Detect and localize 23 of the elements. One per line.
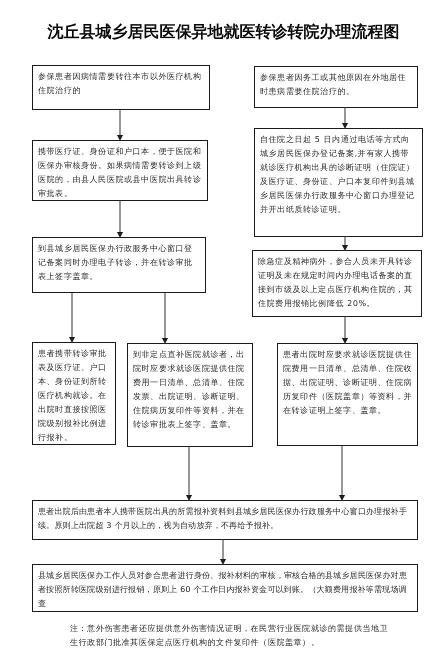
process-box: 除急症及精神病外，参合人员未开具转诊证明及未在规定时间内办理电话备案的直接到市级及以上定点医疗机构住院的，其住院费用报销比例降低 20%。: [252, 250, 422, 317]
process-box: 自住院之日起 5 日内通过电话等方式向城乡居民医保办登记备案,并有家人携带就诊医疗机构出具的诊断证明（住院证）及医疗证、身份证、户口本复印件到县城乡居民医保办行政服务中心窗口办理登记并开出纸质转诊证明。: [254, 128, 423, 237]
title: 沈丘县城乡居民医保异地就医转诊转院办理流程图: [46, 22, 400, 43]
arrow: [342, 317, 348, 344]
arrow: [117, 201, 123, 238]
arrow: [339, 446, 345, 501]
arrow: [162, 293, 168, 344]
arrow: [342, 108, 348, 129]
process-box: 到县城乡居民医保办行政服务中心窗口登记备案同时办理电子转诊，并在转诊审批表上签字盖章。: [32, 237, 206, 293]
process-box: 患者出院后由患者本人携带医院出具的所需报补资料到县城乡居民医保办行政服务中心窗口办理报补手续。原则上出院超 3 个月以上的，视为自动放弃，不再给予报补。: [32, 500, 418, 540]
arrow: [69, 293, 75, 343]
arrow: [342, 237, 348, 251]
arrow: [220, 540, 226, 565]
process-box: 参保患者因病情需要转往本市以外医疗机构住院治疗的: [32, 65, 210, 110]
note: 注：意外伤害患者还应提供意外伤害情况证明，在民营行业医院就诊的需提供当地卫生行政部门批准其医保定点医疗机构的文件复印件（医院盖章）。: [70, 623, 390, 649]
arrow: [117, 110, 123, 141]
arrow: [186, 447, 192, 501]
process-box: 患者携带转诊审批表及医疗证、户口本、身份证到所转医疗机构就诊。在出院时直接按照医院级别报补比例进行报补。: [32, 342, 116, 445]
process-box: 患者出院时应要求就诊医院提供住院费用一日清单、总清单、住院收据、出院证明、诊断证明、住院病历复印件（医院盖章）等资料，并在转诊证明上签字、盖章。: [277, 343, 418, 446]
process-box: 到非定点直补医院就诊者，出院时应要求就诊医院提供住院费用一日清单、总清单、住院发票、出院证明、诊断证明、住院病历复印件等资料，并在转诊审批表上签字、盖章。: [127, 343, 253, 447]
process-box: 携带医疗证、身份证和户口本，便于医院和医保办审核身份。如果病情需要转诊到上级医院的，由县人民医院或县中医院出具转诊审批表。: [32, 140, 208, 201]
process-box: 参保患者因务工或其他原因在外地居住时患病需要住院治疗的。: [254, 66, 418, 108]
process-box: 县城乡居民医保办工作人员对参合患者进行身份、报补材料的审核，审核合格的县城乡居民医保办对患者按照所转医院级别进行报销，原则上 60 个工作日内报补资金可以到账。（大额费用报补等需现场调查: [32, 564, 418, 612]
